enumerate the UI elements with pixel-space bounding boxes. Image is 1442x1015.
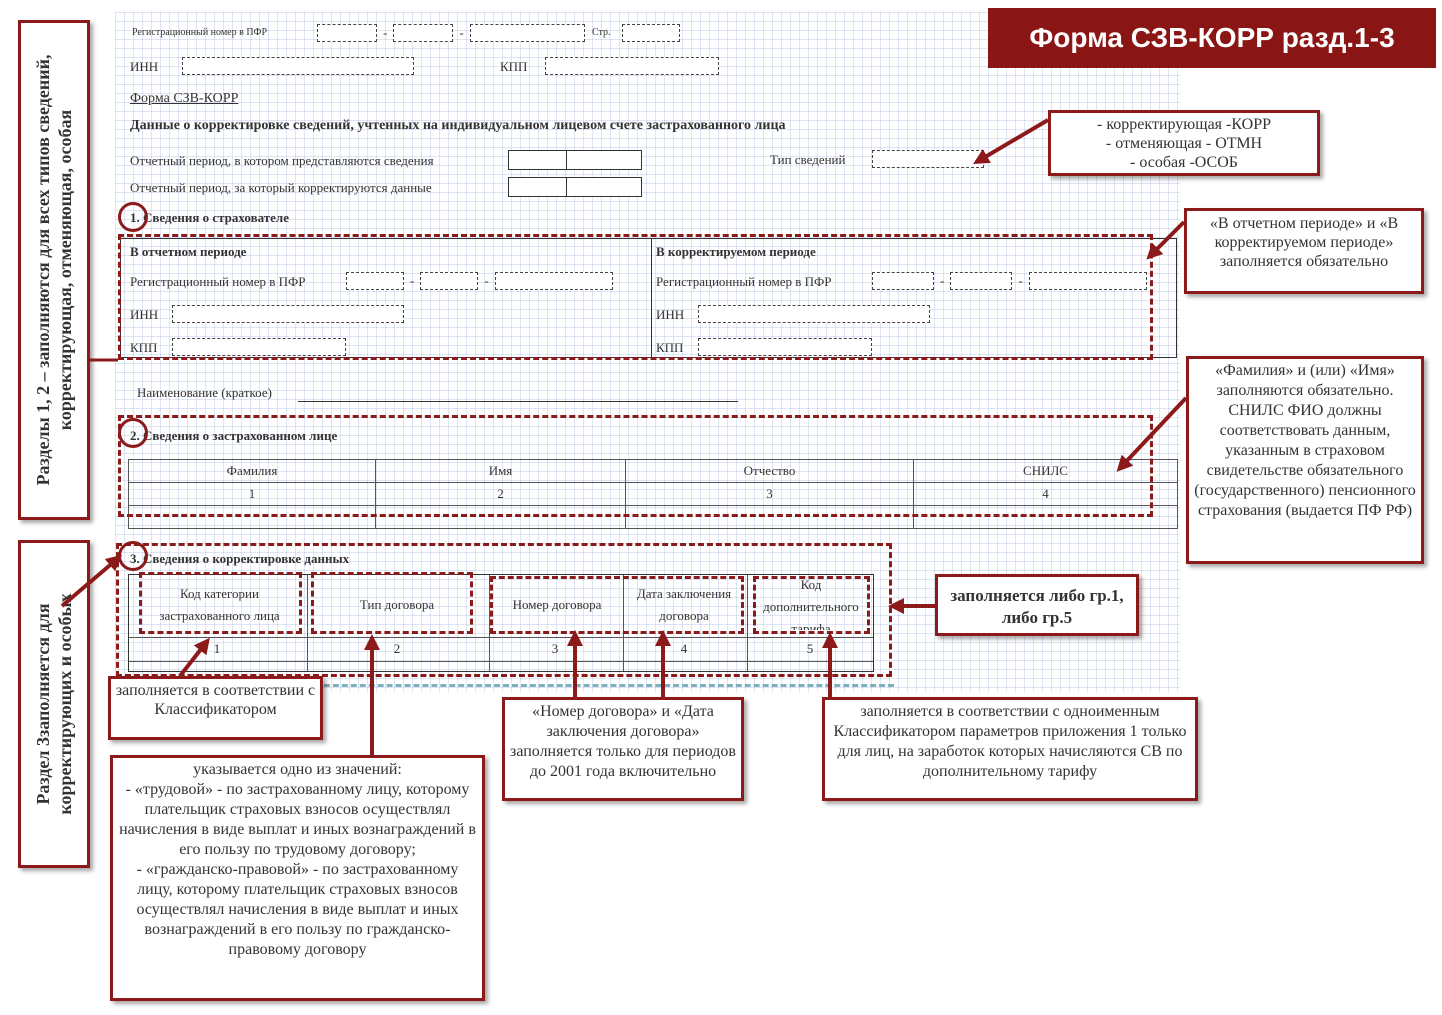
sections-1-2-side-label: Разделы 1, 2 – заполняются для всех типо… bbox=[18, 20, 90, 520]
col-contract-number: Номер договора bbox=[512, 597, 602, 612]
note-periods: «В отчетном периоде» и «В корректируемом… bbox=[1184, 208, 1424, 294]
period-submitted-label: Отчетный период, в котором представляютс… bbox=[130, 153, 434, 168]
note-line: - корректирующая -КОРР bbox=[1097, 116, 1271, 133]
section2-number-circle bbox=[118, 418, 148, 448]
section1-right-reg-field[interactable]: - - bbox=[872, 272, 1147, 290]
name-cell[interactable] bbox=[375, 505, 626, 529]
section1-left-kpp-field[interactable] bbox=[172, 338, 346, 356]
section1-title: 1. Сведения о страхователе bbox=[130, 210, 289, 225]
note-line: - «гражданско-правовой» - по застрахован… bbox=[136, 861, 459, 958]
col-number: 4 bbox=[680, 641, 688, 656]
inn-field[interactable] bbox=[182, 57, 414, 75]
note-classifier: заполняется в соответствии с Классификат… bbox=[108, 676, 323, 740]
sections-1-2-side-text: Разделы 1, 2 – заполняются для всех типо… bbox=[33, 54, 75, 486]
section3-title: 3. Сведения о корректировке данных bbox=[130, 551, 350, 566]
surname-cell[interactable] bbox=[128, 505, 376, 529]
section2-title: 2. Сведения о застрахованном лице bbox=[130, 428, 338, 443]
note-contract-type: указывается одно из значений: - «трудово… bbox=[110, 755, 485, 1001]
section3-table bbox=[128, 574, 874, 672]
type-field[interactable] bbox=[872, 150, 984, 168]
col-number: 1 bbox=[128, 482, 376, 506]
col-number: 2 bbox=[375, 482, 626, 506]
note-tariff: заполняется в соответствии с одноименным… bbox=[822, 697, 1198, 801]
col-surname: Фамилия bbox=[128, 459, 376, 483]
tariff-code-highlight bbox=[753, 576, 870, 634]
section1-right-reg-label: Регистрационный номер в ПФР bbox=[656, 274, 832, 289]
section2-highlight bbox=[118, 415, 1153, 517]
section-3-side-text: Раздел 3заполняется для корректирующих и… bbox=[33, 593, 75, 815]
col-category-code: Код категории застрахованного лица bbox=[159, 586, 280, 623]
section1-left-kpp-label: КПП bbox=[130, 340, 158, 355]
note-line: - отменяющая - ОТМН bbox=[1105, 135, 1263, 152]
page-label: Стр. bbox=[592, 27, 611, 38]
col-contract-date: Дата заключения договора bbox=[636, 586, 732, 623]
section1-right-title: В корректируемом периоде bbox=[656, 244, 816, 259]
form-name: Форма СЗВ-КОРР bbox=[130, 91, 239, 106]
note-type-values: - корректирующая -КОРР - отменяющая - ОТ… bbox=[1048, 110, 1320, 176]
section1-right-kpp-label: КПП bbox=[656, 340, 684, 355]
section2-table: Фамилия Имя Отчество СНИЛС 1 2 3 4 bbox=[128, 459, 1178, 529]
note-either: заполняется либо гр.1, либо гр.5 bbox=[935, 574, 1139, 636]
section1-highlight bbox=[118, 234, 1153, 360]
reg-number-label: Регистрационный номер в ПФР bbox=[132, 27, 267, 38]
note-line: - «трудовой» - по застрахованному лицу, … bbox=[119, 781, 476, 858]
section1-right-inn-field[interactable] bbox=[698, 305, 930, 323]
section1-left-reg-field[interactable]: - - bbox=[346, 272, 613, 290]
col-number: 2 bbox=[393, 641, 401, 656]
contract-type-highlight bbox=[311, 572, 473, 634]
section-3-side-label: Раздел 3заполняется для корректирующих и… bbox=[18, 540, 90, 868]
inn-label: ИНН bbox=[130, 59, 159, 74]
col-number: 5 bbox=[806, 641, 814, 656]
period-submitted-field[interactable] bbox=[508, 150, 642, 170]
kpp-field[interactable] bbox=[545, 57, 719, 75]
period-corrected-field[interactable] bbox=[508, 177, 642, 197]
period-corrected-label: Отчетный период, за который корректируют… bbox=[130, 180, 432, 195]
note-line: - особая -ОСОБ bbox=[1130, 154, 1238, 171]
section1-number-circle bbox=[118, 202, 148, 232]
section1-left-title: В отчетном периоде bbox=[130, 244, 247, 259]
section1-left-inn-label: ИНН bbox=[130, 307, 159, 322]
type-label: Тип сведений bbox=[770, 152, 846, 167]
col-name: Имя bbox=[375, 459, 626, 483]
form-heading: Данные о корректировке сведений, учтенны… bbox=[130, 118, 786, 133]
note-line: указывается одно из значений: bbox=[193, 761, 402, 778]
section3-number-circle bbox=[118, 541, 148, 571]
note-contract-number: «Номер договора» и «Дата заключения дого… bbox=[502, 697, 744, 801]
col-number: 3 bbox=[551, 641, 559, 656]
contract-number-highlight bbox=[490, 576, 744, 634]
col-number: 1 bbox=[213, 641, 221, 656]
col-number: 3 bbox=[625, 482, 914, 506]
page-number-field[interactable] bbox=[622, 24, 680, 42]
section1-right-inn-label: ИНН bbox=[656, 307, 685, 322]
section1-left-inn-field[interactable] bbox=[172, 305, 404, 323]
col-tariff-code: Код дополнительного тарифа bbox=[763, 577, 859, 630]
category-code-highlight bbox=[139, 572, 302, 634]
section1-left-reg-label: Регистрационный номер в ПФР bbox=[130, 274, 306, 289]
snils-cell[interactable] bbox=[913, 505, 1178, 529]
patronymic-cell[interactable] bbox=[625, 505, 914, 529]
short-name-field[interactable] bbox=[298, 401, 738, 402]
col-contract-type: Тип договора bbox=[359, 597, 435, 612]
page-title: Форма СЗВ-КОРР разд.1-3 bbox=[988, 8, 1436, 68]
kpp-label: КПП bbox=[500, 59, 528, 74]
reg-number-field[interactable]: - - bbox=[317, 24, 585, 42]
section1-right-kpp-field[interactable] bbox=[698, 338, 872, 356]
note-fio: «Фамилия» и (или) «Имя» заполняются обяз… bbox=[1186, 356, 1424, 564]
short-name-label: Наименование (краткое) bbox=[137, 385, 272, 400]
section3-underline bbox=[118, 684, 894, 687]
